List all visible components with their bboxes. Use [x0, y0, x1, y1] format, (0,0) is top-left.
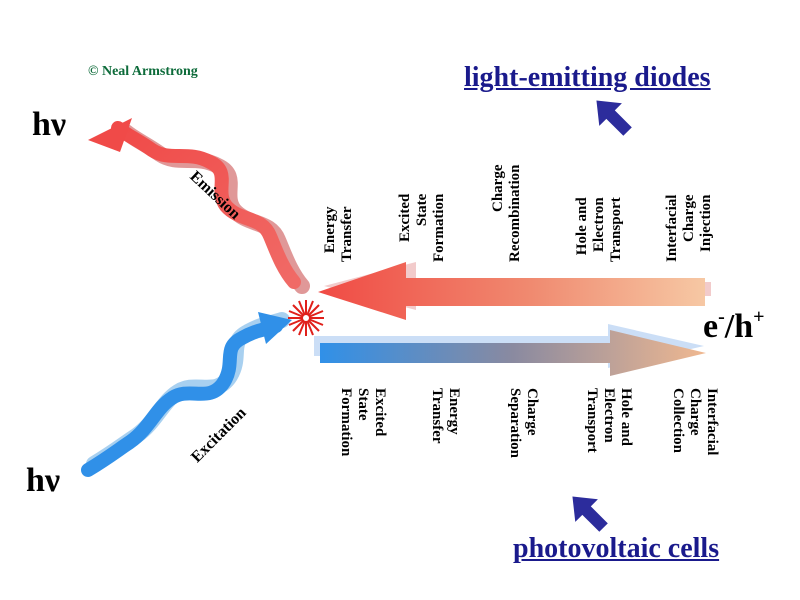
photon-absorbed-label: hν	[26, 462, 61, 499]
emission-wave	[88, 118, 310, 294]
carrier-label: e-/h+	[703, 306, 765, 345]
led-title: light-emitting diodes	[464, 62, 711, 93]
down-left-arrow-icon	[596, 100, 632, 136]
pv-arrow	[314, 324, 706, 376]
led-arrow	[318, 262, 711, 320]
starburst-icon	[288, 300, 324, 336]
copyright-notice: © Neal Armstrong	[88, 64, 198, 79]
up-left-arrow-icon	[572, 496, 608, 532]
pv-title: photovoltaic cells	[513, 533, 720, 564]
excitation-wave	[81, 312, 292, 477]
photon-emitted-label: hν	[32, 106, 67, 143]
